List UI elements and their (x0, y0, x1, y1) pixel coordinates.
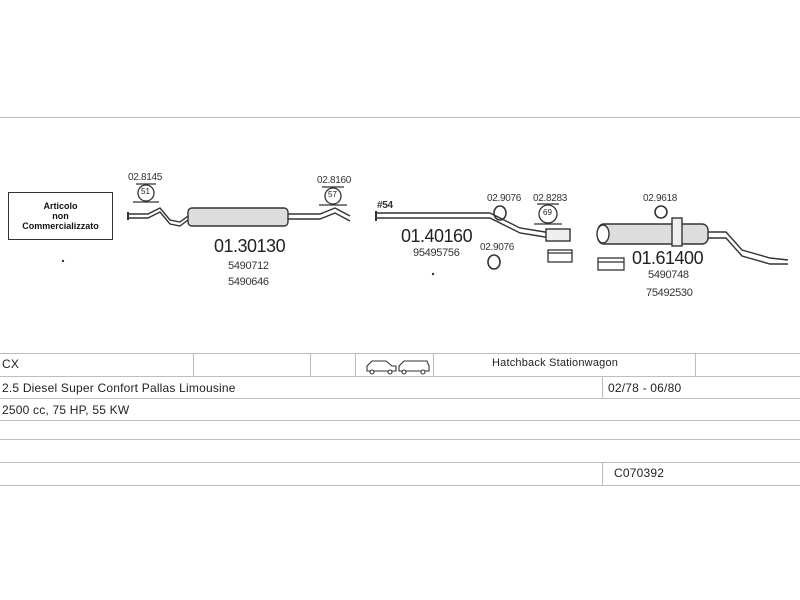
rear-box-code[interactable]: 01.61400 (632, 248, 704, 268)
clamp-a-drawing (133, 183, 159, 203)
clamp-b-drawing (319, 186, 347, 206)
stationwagon-icon (398, 360, 430, 375)
rear-box-drawing (596, 217, 789, 265)
clamp-b-badge: 57 (328, 190, 337, 199)
seal-a-code[interactable]: 02.9076 (487, 193, 522, 204)
clamp-a-badge: 51 (141, 187, 150, 196)
front-pipe-code[interactable]: 01.30130 (214, 236, 286, 256)
tail-connector-drawing (597, 257, 625, 271)
mid-pipe-code[interactable]: 01.40160 (401, 226, 473, 246)
mid-pipe-ref-1: 95495756 (413, 247, 460, 259)
table-divider (0, 420, 800, 421)
cell-divider (602, 376, 603, 398)
front-pipe-drawing (127, 207, 351, 227)
hatchback-icon (366, 360, 397, 375)
rear-box-ref-2: 75492530 (646, 287, 693, 299)
cell-divider (193, 353, 194, 376)
connector-drawing (547, 249, 573, 263)
notice-line-1: Articolo (43, 201, 78, 211)
table-divider (0, 398, 800, 399)
mid-pipe-drawing (375, 211, 571, 242)
table-divider (0, 439, 800, 440)
seal-b-drawing (487, 254, 501, 270)
cell-divider (433, 353, 434, 376)
position-label: #54 (377, 200, 393, 211)
cell-divider (695, 353, 696, 376)
set-code[interactable]: C070392 (614, 466, 665, 480)
clamp-d-drawing (654, 205, 668, 219)
table-divider (0, 376, 800, 377)
marker-dot (431, 272, 435, 276)
production-period: 02/78 - 06/80 (608, 381, 682, 395)
front-pipe-ref-1: 5490712 (228, 260, 269, 272)
notice-line-2: non (52, 211, 69, 221)
cell-divider (602, 462, 603, 485)
table-divider (0, 353, 800, 354)
vehicle-model: CX (2, 357, 20, 371)
not-commercialized-notice: Articolo non Commercializzato (8, 192, 113, 240)
body-types-label: Hatchback Stationwagon (492, 357, 619, 369)
clamp-c-drawing (534, 203, 562, 225)
table-divider (0, 462, 800, 463)
clamp-c-badge: 69 (543, 208, 552, 217)
clamp-c-code[interactable]: 02.8283 (533, 193, 568, 204)
seal-a-drawing (493, 205, 507, 221)
marker-dot (61, 259, 65, 263)
clamp-d-code[interactable]: 02.9618 (643, 193, 678, 204)
engine-specs: 2500 cc, 75 HP, 55 KW (2, 403, 130, 417)
seal-b-code[interactable]: 02.9076 (480, 242, 515, 253)
cell-divider (310, 353, 311, 376)
table-divider (0, 485, 800, 486)
clamp-a-code[interactable]: 02.8145 (128, 172, 163, 183)
cell-divider (355, 353, 356, 376)
notice-line-3: Commercializzato (22, 221, 99, 231)
engine-label: 2.5 Diesel Super Confort Pallas Limousin… (2, 381, 236, 395)
rear-box-ref-1: 5490748 (648, 269, 689, 281)
top-divider (0, 117, 800, 118)
clamp-b-code[interactable]: 02.8160 (317, 175, 352, 186)
front-pipe-ref-2: 5490646 (228, 276, 269, 288)
